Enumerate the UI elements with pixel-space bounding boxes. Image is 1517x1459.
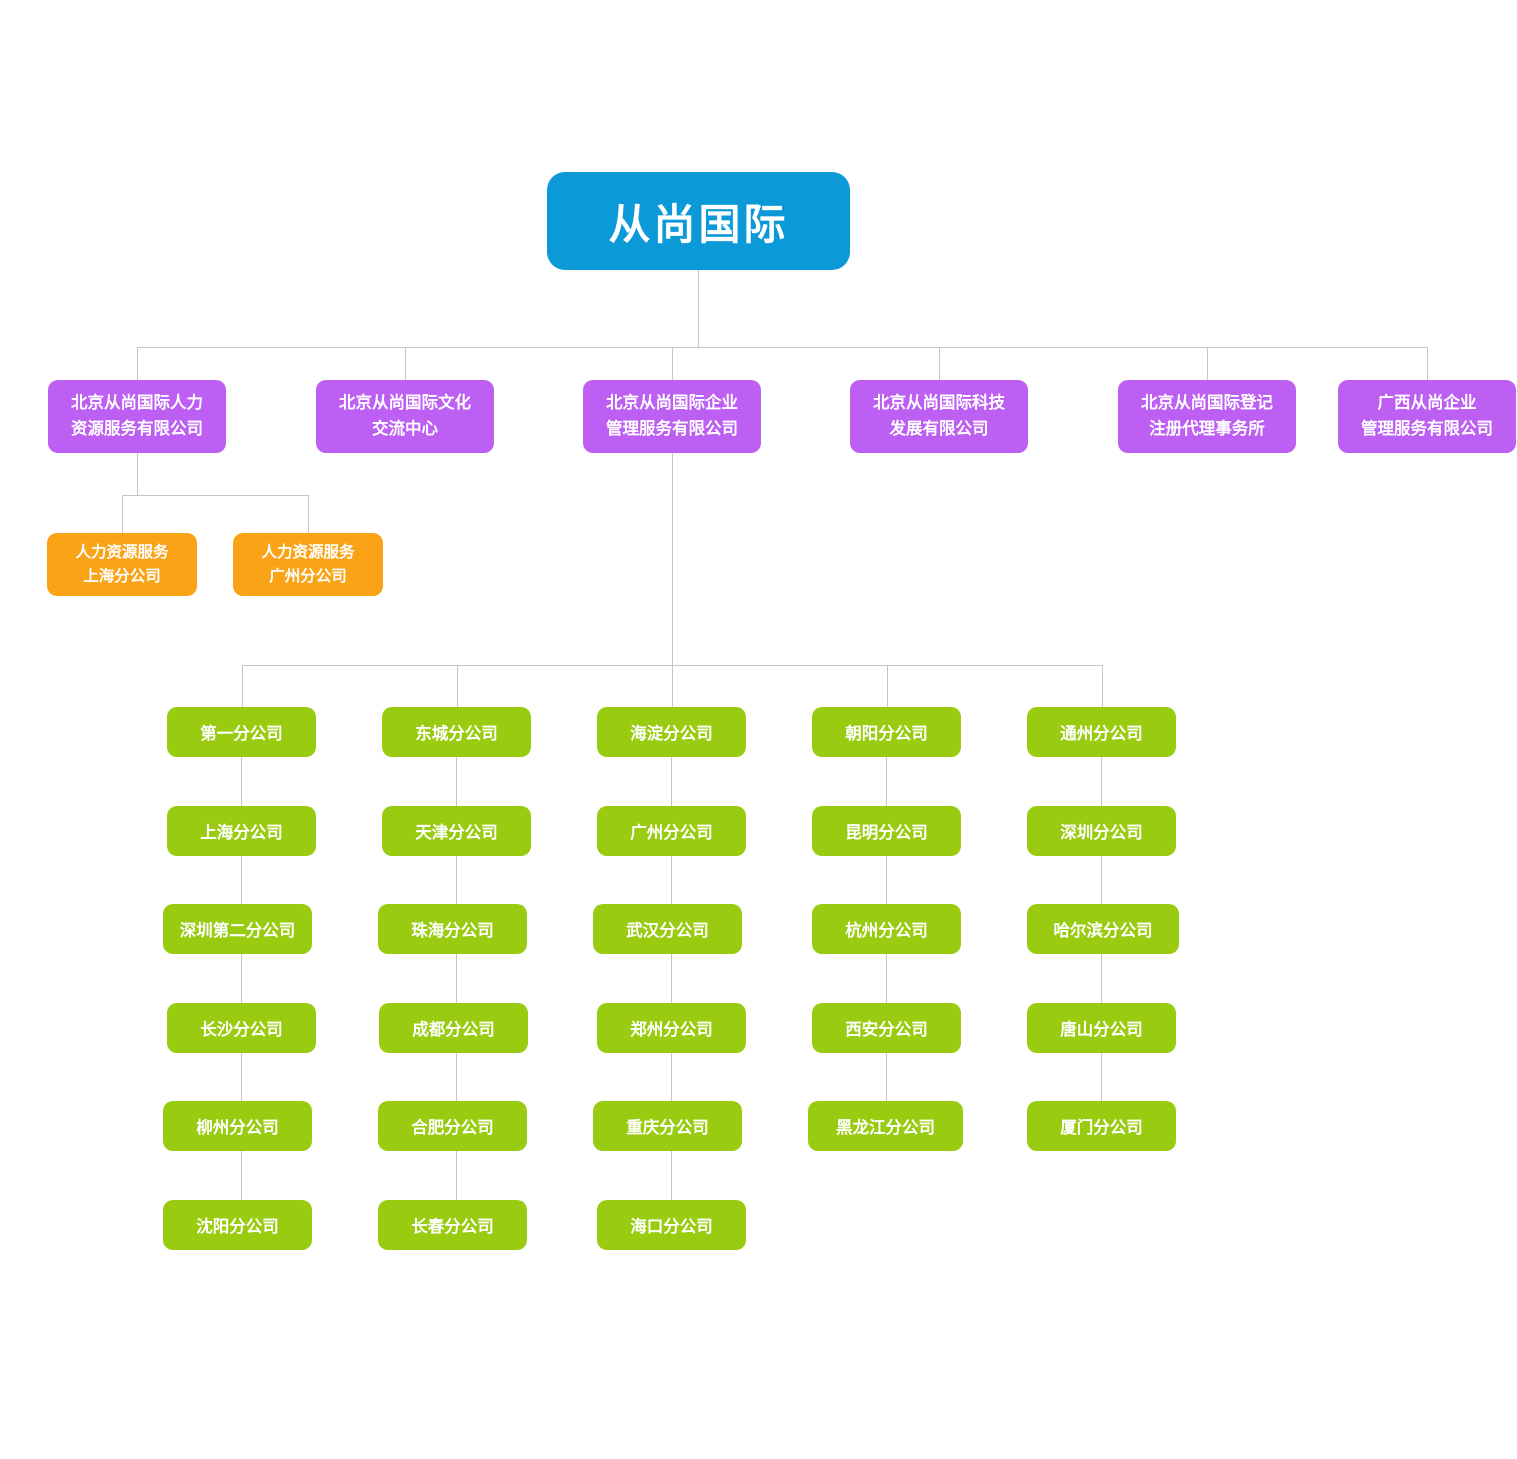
connector-root-stem bbox=[698, 270, 699, 347]
connector-level2-drop bbox=[137, 347, 138, 380]
connector-column-spine bbox=[456, 732, 457, 1225]
org-node-city-branch: 黑龙江分公司 bbox=[808, 1101, 963, 1151]
org-node-hr-branch-shanghai: 人力资源服务 上海分公司 bbox=[47, 533, 197, 596]
connector-mgmt-stem bbox=[672, 453, 673, 665]
org-node-city-branch: 广州分公司 bbox=[597, 806, 746, 856]
org-node-city-branch: 柳州分公司 bbox=[163, 1101, 312, 1151]
org-node-city-branch: 天津分公司 bbox=[382, 806, 531, 856]
connector-city-drop bbox=[457, 665, 458, 707]
connector-hr-stem bbox=[137, 453, 138, 495]
org-node-city-branch: 西安分公司 bbox=[812, 1003, 961, 1053]
connector-column-spine bbox=[671, 732, 672, 1225]
org-node-city-branch: 唐山分公司 bbox=[1027, 1003, 1176, 1053]
connector-level2-drop bbox=[939, 347, 940, 380]
org-node-city-branch: 杭州分公司 bbox=[812, 904, 961, 954]
org-node-city-branch: 深圳第二分公司 bbox=[163, 904, 312, 954]
org-node-city-branch: 合肥分公司 bbox=[378, 1101, 527, 1151]
org-node-city-branch: 长春分公司 bbox=[378, 1200, 527, 1250]
org-node-subsidiary-guangxi-management: 广西从尚企业 管理服务有限公司 bbox=[1338, 380, 1516, 453]
org-node-city-branch: 厦门分公司 bbox=[1027, 1101, 1176, 1151]
connector-column-spine bbox=[241, 732, 242, 1225]
org-node-city-branch: 武汉分公司 bbox=[593, 904, 742, 954]
org-node-city-branch: 深圳分公司 bbox=[1027, 806, 1176, 856]
org-node-city-branch: 沈阳分公司 bbox=[163, 1200, 312, 1250]
org-node-city-branch: 海淀分公司 bbox=[597, 707, 746, 757]
org-node-city-branch: 东城分公司 bbox=[382, 707, 531, 757]
connector-level2-drop bbox=[1427, 347, 1428, 380]
org-node-city-branch: 成都分公司 bbox=[379, 1003, 528, 1053]
org-node-city-branch: 朝阳分公司 bbox=[812, 707, 961, 757]
org-node-root: 从尚国际 bbox=[547, 172, 850, 270]
org-node-city-branch: 哈尔滨分公司 bbox=[1027, 904, 1179, 954]
connector-hr-drop bbox=[308, 495, 309, 533]
org-node-city-branch: 海口分公司 bbox=[597, 1200, 746, 1250]
org-node-city-branch: 第一分公司 bbox=[167, 707, 316, 757]
connector-level2-drop bbox=[1207, 347, 1208, 380]
connector-level2-rail bbox=[137, 347, 1427, 348]
org-node-city-branch: 通州分公司 bbox=[1027, 707, 1176, 757]
connector-hr-drop bbox=[122, 495, 123, 533]
connector-city-drop bbox=[887, 665, 888, 707]
connector-level2-drop bbox=[672, 347, 673, 380]
connector-city-drop bbox=[242, 665, 243, 707]
org-node-subsidiary-hr-services: 北京从尚国际人力 资源服务有限公司 bbox=[48, 380, 226, 453]
org-node-hr-branch-guangzhou: 人力资源服务 广州分公司 bbox=[233, 533, 383, 596]
org-node-city-branch: 郑州分公司 bbox=[597, 1003, 746, 1053]
org-node-city-branch: 昆明分公司 bbox=[812, 806, 961, 856]
connector-level2-drop bbox=[405, 347, 406, 380]
connector-hr-rail bbox=[122, 495, 308, 496]
org-node-subsidiary-registration-agency: 北京从尚国际登记 注册代理事务所 bbox=[1118, 380, 1296, 453]
org-node-city-branch: 珠海分公司 bbox=[378, 904, 527, 954]
connector-city-drop bbox=[1102, 665, 1103, 707]
org-node-subsidiary-culture-center: 北京从尚国际文化 交流中心 bbox=[316, 380, 494, 453]
org-node-city-branch: 上海分公司 bbox=[167, 806, 316, 856]
connector-city-drop bbox=[672, 665, 673, 707]
org-node-city-branch: 重庆分公司 bbox=[593, 1101, 742, 1151]
org-node-subsidiary-tech-development: 北京从尚国际科技 发展有限公司 bbox=[850, 380, 1028, 453]
org-node-city-branch: 长沙分公司 bbox=[167, 1003, 316, 1053]
org-node-subsidiary-management-services: 北京从尚国际企业 管理服务有限公司 bbox=[583, 380, 761, 453]
